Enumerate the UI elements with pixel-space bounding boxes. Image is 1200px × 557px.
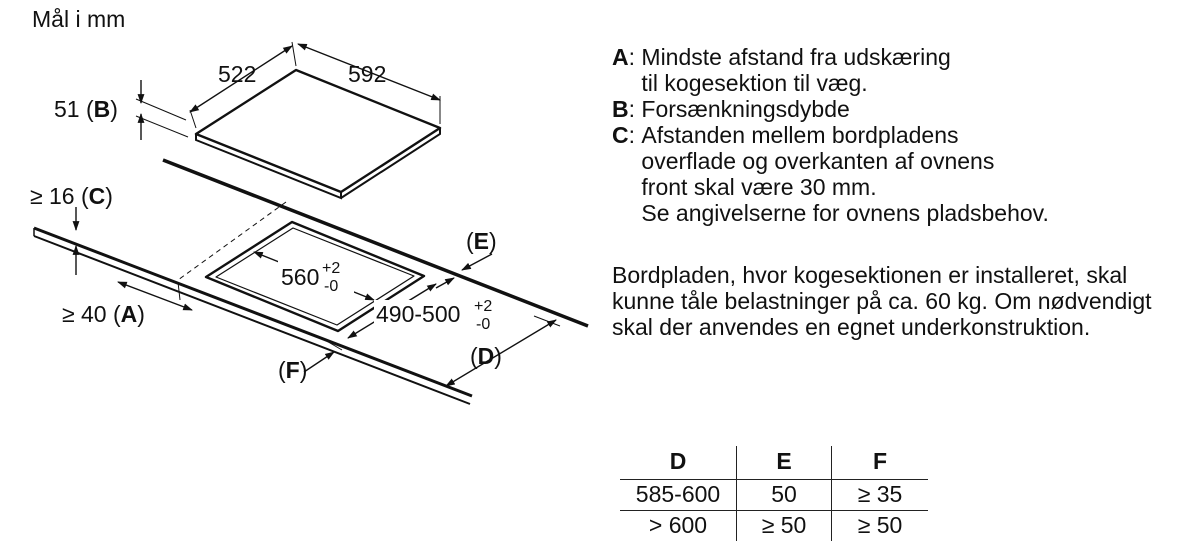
installation-drawing: 522 592 51 (B) 560 +2 -0 490-500 +2 -0 (30, 41, 589, 405)
dim-592-text: 592 (348, 61, 386, 87)
table-cell: > 600 (620, 510, 737, 541)
dim-d-marks (445, 315, 561, 387)
table-header-f: F (831, 446, 928, 480)
note-c-key: C (612, 122, 629, 148)
note-b: B: Forsænkningsdybde (612, 96, 1192, 122)
table-cell: 50 (736, 479, 832, 511)
dim-c-text: ≥ 16 (C) (30, 183, 113, 209)
table-cell: 585-600 (620, 479, 737, 511)
dim-f-text: (F) (278, 357, 307, 383)
dim-e-marks (435, 253, 493, 289)
note-a-key: A (612, 44, 629, 70)
dim-f-marks (303, 335, 343, 373)
table-cell: ≥ 35 (831, 479, 928, 511)
table-header-d: D (620, 446, 737, 480)
note-c-colon: : (628, 122, 642, 148)
note-a: A: Mindste afstand fra udskæring til kog… (612, 44, 1192, 96)
legend-notes: A: Mindste afstand fra udskæring til kog… (612, 44, 1192, 226)
dimensions-table: D E F 585-600 50 ≥ 35 > 600 ≥ 50 ≥ 50 (620, 446, 928, 541)
dim-a-text: ≥ 40 (A) (62, 301, 145, 327)
dim-522-line (189, 41, 297, 129)
units-caption: Mål i mm (32, 6, 126, 32)
dim-560-text: 560 (281, 264, 319, 290)
table-cell: ≥ 50 (736, 510, 832, 541)
table-row: > 600 ≥ 50 ≥ 50 (620, 510, 928, 541)
note-c: C: Afstanden mellem bordpladens overflad… (612, 122, 1192, 226)
dim-b-text: 51 (B) (54, 96, 118, 122)
dim-490-tol-plus: +2 (474, 298, 492, 315)
note-a-colon: : (628, 44, 642, 70)
dim-592-line (297, 43, 441, 124)
note-c-text: Afstanden mellem bordpladens overflade o… (641, 122, 1049, 226)
dim-490-tol-minus: -0 (476, 316, 490, 333)
counter-back-edge (162, 158, 589, 328)
note-a-text: Mindste afstand fra udskæring til kogese… (641, 44, 951, 96)
note-b-key: B (612, 96, 629, 122)
dim-490-text: 490-500 (376, 301, 460, 327)
table-cell: ≥ 50 (857, 512, 903, 538)
dim-d-text: (D) (470, 343, 502, 369)
projection-dashed-line (177, 201, 287, 281)
load-note-paragraph: Bordpladen, hvor kogesektionen er instal… (612, 262, 1152, 340)
note-b-text: Forsænkningsdybde (641, 96, 850, 122)
dim-560-tol-plus: +2 (322, 260, 340, 277)
note-b-colon: : (628, 96, 642, 122)
cutout-outline (204, 220, 426, 333)
dim-b-marks (135, 80, 189, 140)
table-row: 585-600 50 ≥ 35 (620, 479, 928, 511)
counter-front-edge (33, 226, 473, 405)
hob-outline (194, 68, 442, 200)
dim-e-text: (E) (466, 228, 497, 254)
dim-522-text: 522 (218, 61, 256, 87)
table-header-e: E (736, 446, 832, 480)
dim-a-marks (117, 281, 193, 311)
dim-560-tol-minus: -0 (324, 278, 338, 295)
table-header-row: D E F (620, 446, 928, 480)
